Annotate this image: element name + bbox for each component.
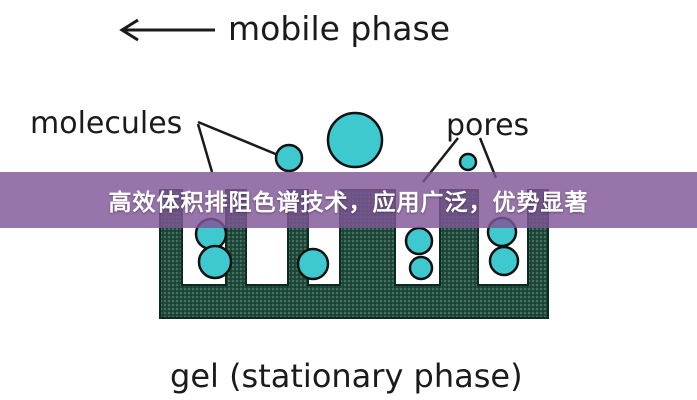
molecule-in-pore-3 [296, 247, 330, 281]
title-banner: 高效体积排阻色谱技术，应用广泛，优势显著 [0, 172, 697, 228]
molecule-in-pore-5 [408, 255, 434, 281]
mobile-phase-arrow [119, 18, 215, 42]
molecule-in-pore-2 [197, 244, 233, 280]
mobile-phase-label: mobile phase [228, 9, 450, 48]
molecule-in-pore-4 [404, 226, 434, 256]
pores-label: pores [446, 108, 529, 143]
small-molecule [458, 152, 478, 172]
medium-molecule [274, 143, 304, 173]
banner-title: 高效体积排阻色谱技术，应用广泛，优势显著 [108, 190, 589, 216]
molecules [194, 111, 520, 281]
molecule-in-pore-7 [488, 245, 520, 277]
gel-label: gel (stationary phase) [170, 357, 523, 395]
large-molecule [326, 111, 384, 169]
molecules-label: molecules [30, 106, 182, 141]
